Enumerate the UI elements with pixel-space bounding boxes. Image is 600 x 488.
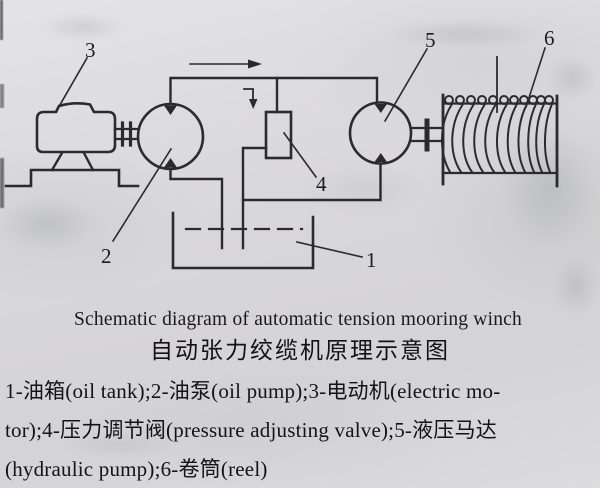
- scan-edge-artifact: [0, 84, 4, 108]
- callout-3: 3: [55, 38, 96, 112]
- parts-legend: 1-油箱(oil tank);2-油泵(oil pump);3-电动机(elec…: [5, 372, 597, 488]
- motor-reel-coupling: [409, 118, 445, 152]
- callout-number-6: 6: [544, 26, 555, 50]
- caption-chinese: 自动张力绞缆机原理示意图: [150, 338, 450, 363]
- hydraulic-motor-symbol: [348, 101, 413, 165]
- callout-1: 1: [296, 241, 377, 272]
- winch-hydraulic-schematic: 1 2 3 4 5 6: [4, 26, 559, 272]
- legend-line-1: 1-油箱(oil tank);2-油泵(oil pump);3-电动机(elec…: [5, 379, 501, 403]
- legend-line-2: tor);4-压力调节阀(pressure adjusting valve);5…: [5, 418, 497, 442]
- callout-number-2: 2: [101, 244, 112, 268]
- valve-return-line: [241, 146, 268, 250]
- callout-4: 4: [282, 131, 327, 196]
- callout-number-1: 1: [366, 248, 377, 272]
- motor-return-line: [241, 162, 382, 202]
- pressure-adjusting-valve-symbol: [243, 88, 293, 160]
- hydraulic-pipes: [169, 76, 382, 250]
- scan-edge-artifact: [0, 0, 3, 40]
- legend-line-3: (hydraulic pump);6-卷筒(reel): [5, 457, 268, 481]
- valve-inlet-arrow-icon: [243, 88, 258, 109]
- scan-edge-artifact: [0, 158, 4, 208]
- callout-2: 2: [101, 147, 173, 268]
- callout-number-4: 4: [316, 172, 327, 196]
- pressure-line: [169, 76, 379, 105]
- electric-motor-symbol: [4, 102, 140, 188]
- callout-number-3: 3: [85, 38, 96, 62]
- reel-coils: [441, 95, 554, 174]
- flow-direction-arrow-icon: [189, 59, 262, 69]
- oil-pump-symbol: [136, 102, 205, 171]
- pump-suction-line: [169, 168, 224, 250]
- callout-5: 5: [383, 28, 436, 123]
- callout-6: 6: [524, 26, 555, 109]
- motor-pump-coupling: [113, 121, 140, 147]
- callout-number-5: 5: [425, 28, 436, 52]
- motor-base-platform: [4, 168, 140, 188]
- caption-english: Schematic diagram of automatic tension m…: [74, 309, 522, 330]
- oil-tank-symbol: [171, 211, 315, 270]
- reel-symbol: [441, 56, 559, 188]
